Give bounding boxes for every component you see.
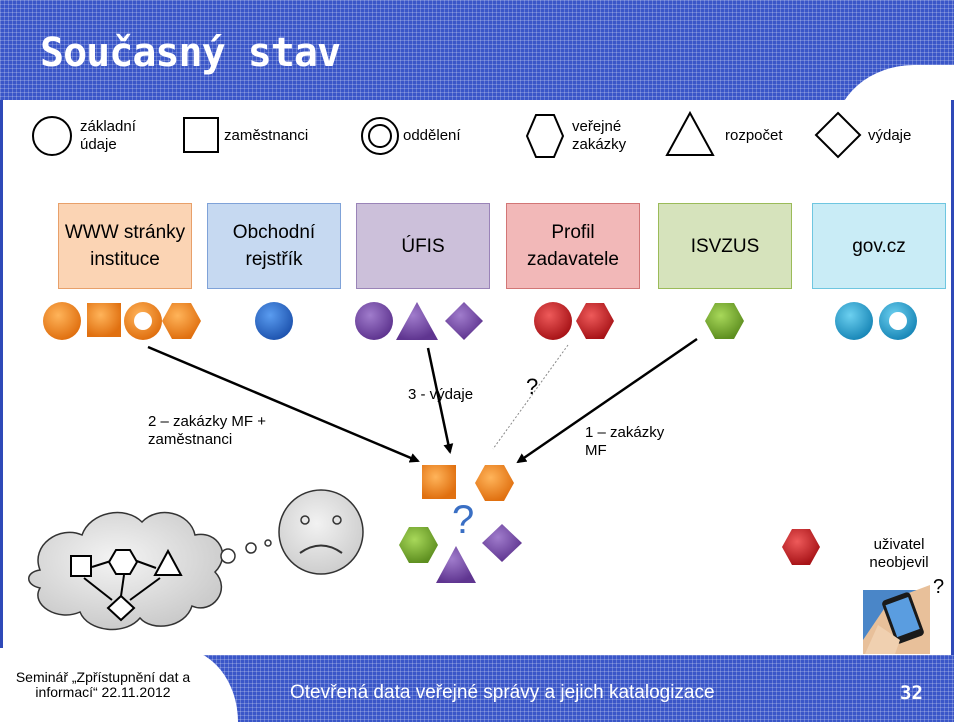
footer-seminar-info: Seminář „Zpřístupnění dat a informací“ 2… — [15, 669, 191, 700]
www-square-icon — [87, 303, 121, 337]
arrow-label-1: 1 – zakázky MF — [585, 424, 665, 459]
thought-cloud-icon — [28, 511, 224, 631]
footer-left-panel — [0, 648, 238, 722]
register-circle-icon — [255, 302, 293, 340]
left-border — [0, 100, 3, 660]
arrow-isvzus-to-center — [516, 337, 698, 464]
phone-hand-icon — [863, 585, 930, 654]
legend-shapes — [32, 110, 862, 159]
arrow-ufis-to-center — [426, 347, 454, 454]
question-mark-user: ? — [933, 576, 945, 598]
legend-double-circle-icon — [361, 117, 399, 155]
source-label: WWW stránky instituce — [64, 222, 186, 270]
ufis-diamond-icon — [445, 302, 483, 340]
www-ring-icon — [124, 302, 162, 340]
user-label: uživatel neobjevil — [869, 536, 929, 571]
source-label: Profil zadavatele — [527, 222, 619, 270]
source-ufis: ÚFIS — [356, 203, 490, 289]
legend-double-circle-label: oddělení — [403, 127, 461, 144]
arrow-www-to-center — [147, 345, 420, 463]
source-label: Obchodní rejstřík — [232, 222, 316, 270]
ufis-triangle-icon — [396, 302, 438, 340]
legend-circle-icon — [32, 116, 72, 156]
govcz-ring-icon — [879, 302, 917, 340]
center-diamond-icon — [482, 524, 522, 562]
source-isvzus: ISVZUS — [658, 203, 792, 289]
dotted-line-profile — [492, 344, 569, 450]
center-orange-hexagon-icon — [475, 465, 514, 501]
source-business-register: Obchodní rejstřík — [207, 203, 341, 289]
header-bar — [0, 0, 954, 100]
page-title: Současný stav — [40, 30, 341, 76]
legend-triangle-label: rozpočet — [725, 127, 783, 144]
source-gov-cz: gov.cz — [812, 203, 946, 289]
legend-diamond-icon — [814, 111, 862, 159]
page-number: 32 — [900, 682, 923, 704]
center-square-icon — [422, 465, 456, 499]
source-label: ÚFIS — [401, 235, 445, 257]
legend-triangle-icon — [665, 110, 715, 156]
legend-diamond-label: výdaje — [868, 127, 912, 144]
thought-bubble-dot — [264, 539, 272, 547]
legend-hexagon-icon — [525, 114, 565, 158]
ufis-circle-icon — [355, 302, 393, 340]
govcz-circle-icon — [835, 302, 873, 340]
arrow-label-3: 3 - výdaje — [408, 386, 474, 403]
legend-square-label: zaměstnanci — [224, 127, 309, 144]
right-border — [951, 100, 954, 660]
source-contracting-profile: Profil zadavatele — [506, 203, 640, 289]
isvzus-hexagon-icon — [705, 303, 744, 339]
question-mark-big: ? — [452, 498, 475, 542]
thought-bubble-dot — [245, 542, 257, 554]
www-hexagon-icon — [162, 303, 201, 339]
legend-circle-label: základní údaje — [80, 118, 136, 153]
thought-bubble-dot — [220, 548, 236, 564]
footer-title: Otevřená data veřejné správy a jejich ka… — [290, 682, 715, 703]
question-mark-small: ? — [526, 374, 539, 399]
source-label: ISVZUS — [690, 235, 760, 257]
source-label: gov.cz — [852, 235, 906, 257]
center-triangle-icon — [436, 546, 476, 583]
arrow-label-2: 2 – zakázky MF + zaměstnanci — [148, 413, 266, 448]
profile-hexagon-icon — [576, 303, 614, 339]
lone-red-hexagon-icon — [782, 529, 820, 565]
center-green-hexagon-icon — [399, 527, 438, 563]
sad-face-icon — [278, 489, 364, 575]
legend-square-icon — [183, 117, 219, 153]
legend-hexagon-label: veřejné zakázky — [572, 118, 627, 153]
source-www-institution: WWW stránky instituce — [58, 203, 192, 289]
www-circle-icon — [43, 302, 81, 340]
profile-circle-icon — [534, 302, 572, 340]
